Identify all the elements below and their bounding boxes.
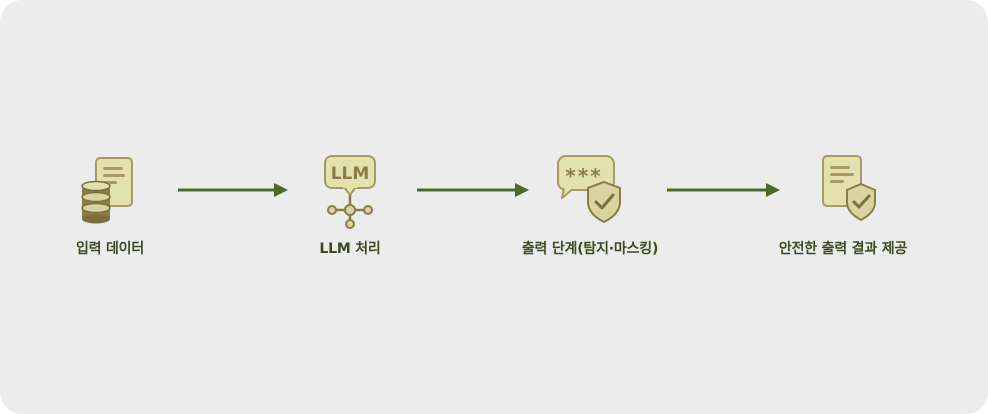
step-output-masking: *** 출력 단계(탐지·마스킹)	[490, 150, 690, 258]
step-llm-processing: LLM LLM 처리	[250, 150, 450, 258]
step-label: 안전한 출력 결과 제공	[778, 241, 908, 257]
step-input-data: 입력 데이터	[10, 150, 210, 258]
llm-network-icon: LLM	[324, 155, 376, 229]
step-label: 출력 단계(탐지·마스킹)	[521, 241, 659, 257]
masked-chat-shield-icon: ***	[557, 155, 621, 224]
database-document-icon	[81, 157, 133, 224]
step-label: 입력 데이터	[75, 241, 145, 257]
llm-icon-text: LLM	[331, 164, 370, 184]
step-safe-output: 안전한 출력 결과 제공	[743, 150, 943, 258]
flow-arrow	[178, 183, 288, 197]
document-shield-icon	[822, 155, 876, 222]
step-label: LLM 처리	[319, 241, 381, 257]
flow-arrow	[417, 183, 529, 197]
flow-arrow	[667, 183, 780, 197]
masked-text: ***	[565, 164, 602, 188]
